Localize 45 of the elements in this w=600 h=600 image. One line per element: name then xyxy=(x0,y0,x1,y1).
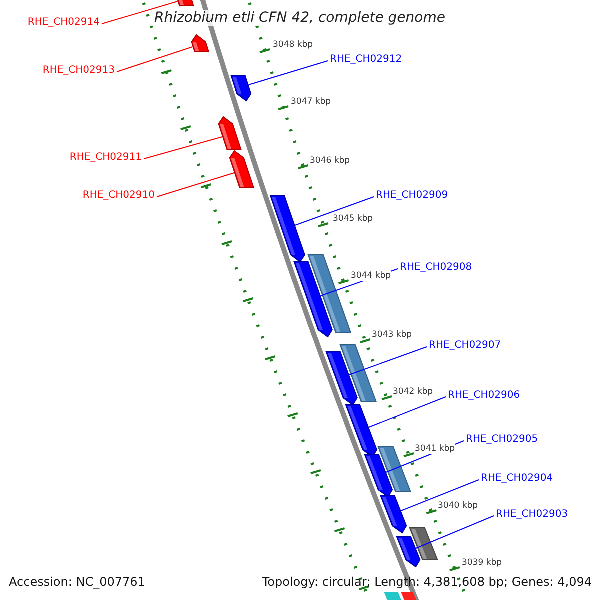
genome-info-text: Topology: circular; Length: 4,381,608 bp; Genes: 4,094 xyxy=(262,575,592,589)
gene-label: RHE_CH02911 xyxy=(70,152,142,164)
leader-line xyxy=(156,172,235,198)
leader-line xyxy=(400,480,480,512)
gene-feature xyxy=(396,536,421,568)
gene-label: RHE_CH02908 xyxy=(400,262,472,274)
gene-label: RHE_CH02903 xyxy=(496,509,568,521)
scale-label: 3043 kbp xyxy=(372,330,412,340)
scale-label: 3047 kbp xyxy=(291,97,332,107)
gene-feature xyxy=(270,196,306,263)
gene-label: RHE_CH02904 xyxy=(481,473,554,485)
gene-feature xyxy=(230,76,252,102)
scale-label: 3046 kbp xyxy=(310,156,350,166)
leader-line xyxy=(368,396,446,428)
gene-label: RHE_CH02907 xyxy=(429,340,502,352)
gene-label: RHE_CH02905 xyxy=(466,434,538,446)
gene-label: RHE_CH02914 xyxy=(28,17,100,29)
gene-label: RHE_CH02906 xyxy=(448,390,520,402)
leader-line xyxy=(248,60,328,86)
gene-feature xyxy=(294,262,333,338)
scale-label: 3041 kbp xyxy=(415,444,456,454)
gene-feature xyxy=(380,496,408,534)
gene-feature xyxy=(176,0,194,6)
gene-label: RHE_CH02910 xyxy=(82,190,155,202)
gene-label: RHE_CH02912 xyxy=(330,54,402,66)
gene-label: RHE_CH02909 xyxy=(376,190,448,202)
leader-line xyxy=(102,1,178,24)
scale-label: 3044 kbp xyxy=(351,271,392,281)
scale-label: 3039 kbp xyxy=(462,558,502,568)
gene-feature xyxy=(229,150,255,188)
gene-feature xyxy=(326,352,358,406)
scale-label: 3048 kbp xyxy=(273,40,314,50)
scale-label: 3042 kbp xyxy=(393,387,434,397)
scale-label: 3040 kbp xyxy=(438,501,478,511)
scale-label: 3045 kbp xyxy=(333,214,374,224)
leader-line xyxy=(144,136,224,160)
leader-line xyxy=(416,516,494,549)
leader-line xyxy=(294,196,374,226)
gene-label: RHE_CH02913 xyxy=(42,65,115,77)
leader-line xyxy=(348,346,428,376)
accession-text: Accession: NC_007761 xyxy=(9,575,146,589)
gene-feature xyxy=(191,34,210,52)
gene-feature xyxy=(218,116,242,150)
leader-line xyxy=(116,46,194,72)
gene-feature xyxy=(364,454,394,498)
